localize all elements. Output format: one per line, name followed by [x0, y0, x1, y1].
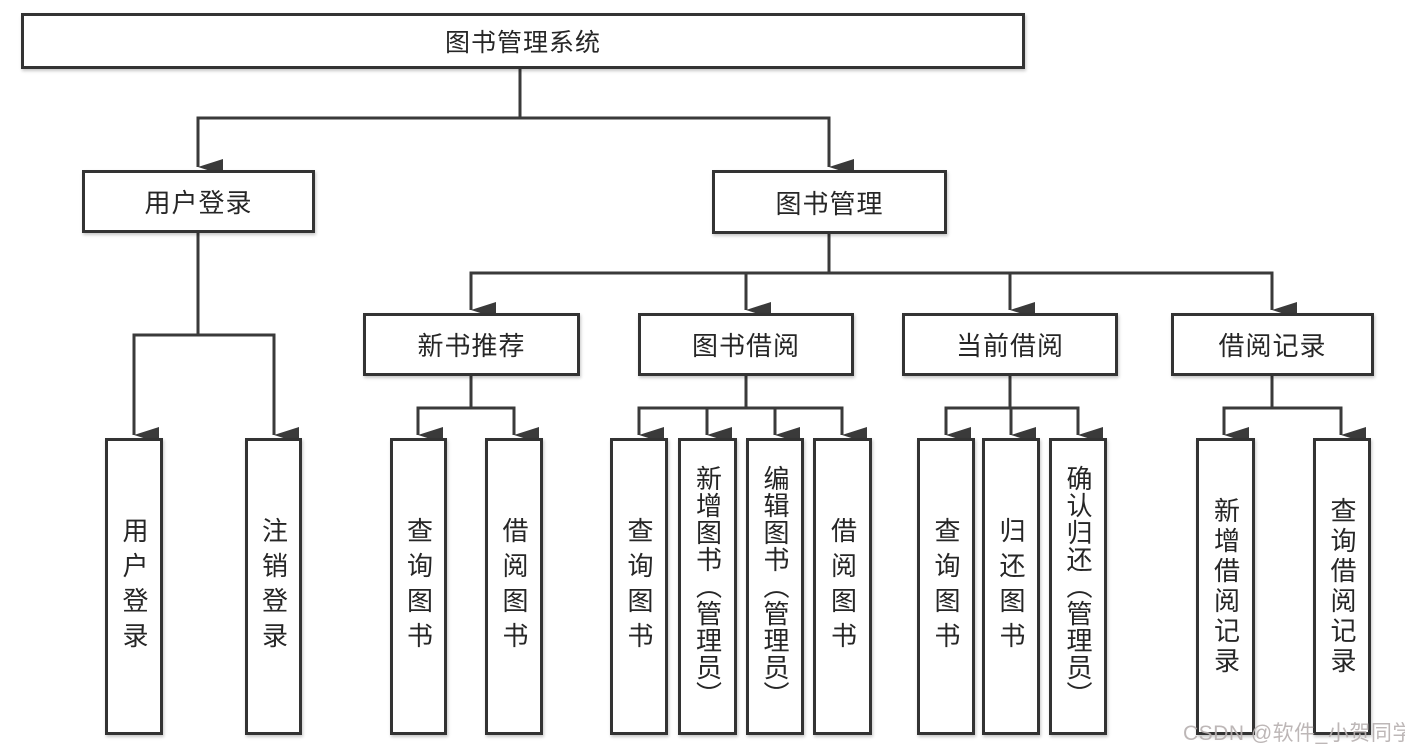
node-leaf-add-books-admin: 新增图书（管理员）: [678, 438, 737, 735]
node-leaf-query-books-borrowing-label: 查询图书: [624, 516, 654, 657]
node-library-management-system-label: 图书管理系统: [444, 29, 601, 57]
node-current-borrowing-label: 当前借阅: [955, 331, 1064, 361]
node-leaf-add-books-admin-label: 新增图书（管理员）: [692, 465, 723, 708]
node-leaf-edit-books-admin: 编辑图书（管理员）: [746, 438, 804, 735]
node-leaf-add-borrow-record: 新增借阅记录: [1196, 438, 1255, 735]
node-leaf-borrow-books-recommend-label: 借阅图书: [499, 516, 529, 657]
node-leaf-edit-books-admin-label: 编辑图书（管理员）: [760, 465, 790, 708]
node-borrowing-records-label: 借阅记录: [1218, 331, 1327, 361]
node-library-management-system: 图书管理系统: [21, 13, 1025, 69]
node-leaf-query-books-recommend-label: 查询图书: [403, 516, 434, 657]
node-leaf-return-books-label: 归还图书: [996, 516, 1026, 657]
node-borrowing-records: 借阅记录: [1171, 313, 1374, 376]
node-leaf-query-books-current-label: 查询图书: [931, 516, 961, 657]
node-leaf-user-login: 用户登录: [105, 438, 163, 735]
node-leaf-add-borrow-record-label: 新增借阅记录: [1210, 496, 1241, 677]
node-leaf-query-borrow-record: 查询借阅记录: [1313, 438, 1371, 735]
node-user-login-branch: 用户登录: [82, 170, 315, 233]
node-leaf-confirm-return-admin-label: 确认归还（管理员）: [1063, 465, 1093, 708]
node-current-borrowing: 当前借阅: [902, 313, 1118, 376]
node-leaf-logout-label: 注销登录: [258, 516, 289, 657]
node-user-login-branch-label: 用户登录: [144, 188, 253, 218]
node-book-borrowing: 图书借阅: [638, 313, 854, 376]
node-leaf-query-books-current: 查询图书: [917, 438, 975, 735]
node-book-borrowing-label: 图书借阅: [691, 331, 800, 361]
node-leaf-user-login-label: 用户登录: [119, 516, 149, 657]
node-book-management-branch-label: 图书管理: [775, 188, 884, 219]
node-new-book-recommend-label: 新书推荐: [417, 331, 526, 361]
node-leaf-borrow-books-recommend: 借阅图书: [485, 438, 543, 735]
node-leaf-query-books-borrowing: 查询图书: [610, 438, 668, 735]
node-new-book-recommend: 新书推荐: [363, 313, 580, 376]
node-leaf-confirm-return-admin: 确认归还（管理员）: [1049, 438, 1107, 735]
node-leaf-return-books: 归还图书: [982, 438, 1040, 735]
node-leaf-borrow-books: 借阅图书: [813, 438, 872, 735]
node-leaf-query-borrow-record-label: 查询借阅记录: [1327, 496, 1357, 677]
csdn-watermark: CSDN @软件_小贺同学: [1183, 722, 1405, 745]
node-book-management-branch: 图书管理: [712, 170, 947, 234]
node-leaf-logout: 注销登录: [245, 438, 302, 735]
node-leaf-query-books-recommend: 查询图书: [390, 438, 447, 735]
node-leaf-borrow-books-label: 借阅图书: [827, 516, 858, 657]
